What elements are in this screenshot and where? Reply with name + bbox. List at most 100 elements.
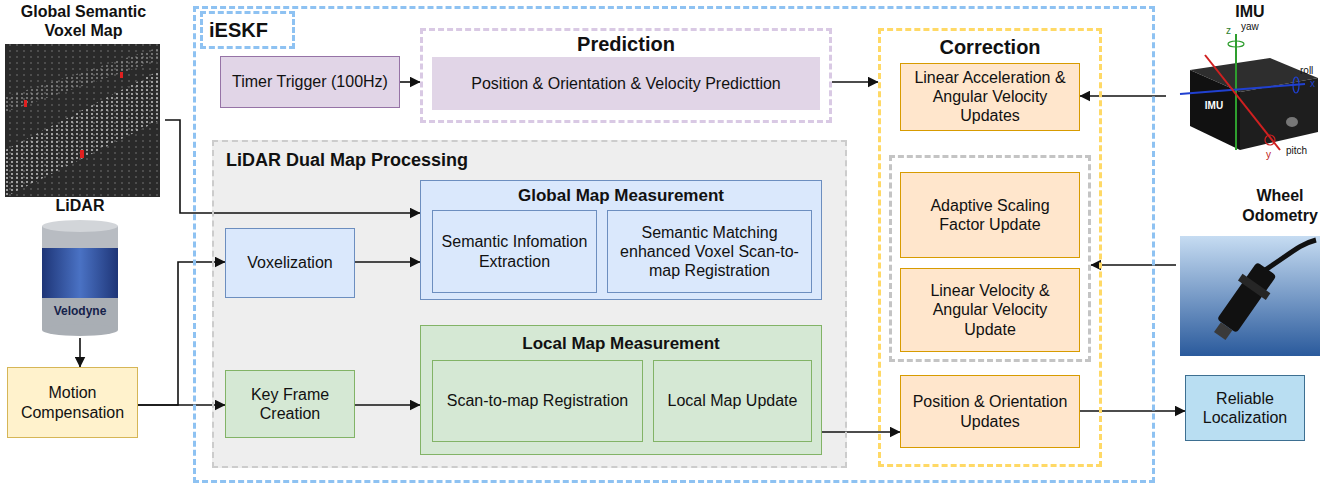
process-box: Semantic Matching enhanced Voxel Scan-to… xyxy=(607,210,812,293)
group-fill xyxy=(420,325,822,455)
box-label: Motion Compensation xyxy=(14,383,131,421)
trigger-box: Timer Trigger (100Hz) xyxy=(220,56,400,108)
process-box: Key Frame Creation xyxy=(225,370,355,438)
box-label: Position & Orientation & Velocity Predic… xyxy=(471,74,781,93)
map-ground xyxy=(5,44,160,197)
group-title: Local Map Measurement xyxy=(421,334,821,354)
wheel-sensor xyxy=(1180,236,1320,356)
box-label: Adaptive Scaling Factor Update xyxy=(907,196,1073,234)
photo-ground xyxy=(1180,236,1320,356)
figure-label: y xyxy=(1266,150,1271,160)
group-title: Correction xyxy=(881,35,1099,59)
imu-sensor xyxy=(1180,34,1318,150)
label-anchor: x xyxy=(1310,79,1315,89)
processing-group: LiDAR Dual Map ProcessingVoxelization Glo… xyxy=(212,140,847,468)
sensor-tip xyxy=(1214,322,1232,340)
group-fill xyxy=(420,180,822,300)
flow-arrow xyxy=(832,81,878,83)
process-box: Local Map Update xyxy=(653,360,812,442)
box-label: Semantic Matching enhanced Voxel Scan-to… xyxy=(614,223,805,281)
label-anchor: pitch xyxy=(1286,146,1307,156)
box-label: Scan-to-map Registration xyxy=(447,391,628,410)
map-road xyxy=(5,70,160,197)
lidar-window xyxy=(42,248,118,298)
label-anchor: Velodyne xyxy=(46,305,114,317)
group-title: Global Map Measurement xyxy=(421,186,821,206)
process-box: Scan-to-map Registration xyxy=(432,360,643,442)
label-anchor: y xyxy=(1266,150,1271,160)
box-label: Position & Orientation Updates xyxy=(907,392,1073,430)
group-title: Prediction xyxy=(423,32,829,56)
process-box: Motion Compensation xyxy=(7,367,138,438)
update-box: Position & Orientation Updates xyxy=(900,375,1080,448)
label-anchor: z xyxy=(1226,26,1231,36)
process-box: Semantic Infomation Extraction xyxy=(432,210,597,293)
map-points xyxy=(5,44,160,197)
figure-label: Velodyne xyxy=(46,305,114,317)
flow-arrow xyxy=(79,338,81,367)
rotation-arc xyxy=(1293,77,1299,93)
sensor-body xyxy=(1206,259,1281,346)
box-label: Voxelization xyxy=(247,253,332,272)
semantic-mark xyxy=(80,150,84,158)
label-anchor: roll xyxy=(1300,66,1313,76)
imu-connector xyxy=(1286,117,1298,127)
roll-axis xyxy=(1180,84,1305,94)
flow-arrow xyxy=(1080,410,1185,412)
stage-group: CorrectionLinear Acceleration & Angular … xyxy=(878,28,1102,467)
measurement-group: Global Map MeasurementSemantic Infomatio… xyxy=(420,180,822,300)
measurement-group: Local Map MeasurementScan-to-map Registr… xyxy=(420,325,822,455)
rotation-arc xyxy=(1265,135,1275,145)
figure-label: yaw xyxy=(1241,22,1259,32)
update-box: Linear Acceleration & Angular Velocity U… xyxy=(900,63,1080,131)
sensor-title: LiDAR xyxy=(28,196,132,215)
figure-label: roll xyxy=(1300,66,1313,76)
flow-arrow xyxy=(400,81,420,83)
flow-arrow xyxy=(822,431,900,433)
flow-arrow xyxy=(355,404,420,406)
flow-arrow xyxy=(355,261,420,263)
semantic-mark xyxy=(120,72,123,78)
point-cloud-map xyxy=(5,44,160,197)
figure-label: IMU xyxy=(1196,101,1232,111)
group-fill xyxy=(212,140,847,468)
box-label: Linear Velocity & Angular Velocity Updat… xyxy=(907,281,1073,339)
imu-front xyxy=(1190,70,1240,150)
figure-label: z xyxy=(1226,26,1231,36)
label-anchor: yaw xyxy=(1241,22,1259,32)
rotation-arc xyxy=(1228,41,1244,47)
lidar-sensor xyxy=(42,220,118,336)
group-title: iESKF xyxy=(200,11,295,49)
process-box: Voxelization xyxy=(225,228,355,298)
output-box: Reliable Localization xyxy=(1185,375,1305,441)
lidar-base xyxy=(42,324,118,336)
sensor-body xyxy=(1217,262,1277,333)
update-box: Linear Velocity & Angular Velocity Updat… xyxy=(900,268,1080,352)
sensor-flange xyxy=(1238,274,1270,300)
sensor-title: Global Semantic Voxel Map xyxy=(2,2,165,40)
box-label: Semantic Infomation Extraction xyxy=(439,232,590,270)
stage-group: PredictionPosition & Orientation & Veloc… xyxy=(420,28,832,123)
sensor-cable xyxy=(1262,240,1316,272)
figure-label: x xyxy=(1310,79,1315,89)
lidar-top xyxy=(42,220,118,232)
sensor-title: Wheel Odometry xyxy=(1232,186,1328,226)
box-label: Reliable Localization xyxy=(1192,389,1298,427)
process-box: Position & Orientation & Velocity Predic… xyxy=(432,57,820,110)
box-label: Local Map Update xyxy=(668,391,798,410)
label-anchor: IMU xyxy=(1196,101,1232,111)
figure-label: pitch xyxy=(1286,146,1307,156)
semantic-mark xyxy=(24,100,27,107)
box-label: Key Frame Creation xyxy=(232,385,348,423)
sensor-title: IMU xyxy=(1166,2,1334,21)
box-label: Timer Trigger (100Hz) xyxy=(232,72,388,91)
update-group: Adaptive Scaling Factor UpdateLinear Vel… xyxy=(889,155,1091,362)
map-curb xyxy=(5,47,160,112)
group-title: LiDAR Dual Map Processing xyxy=(226,150,845,172)
flow-arrow xyxy=(1091,264,1176,266)
update-box: Adaptive Scaling Factor Update xyxy=(900,172,1080,258)
box-label: Linear Acceleration & Angular Velocity U… xyxy=(907,68,1073,126)
sensor-source: Wheel Odometry xyxy=(1176,186,1332,358)
map-source: Global Semantic Voxel Map xyxy=(2,2,165,200)
filter-frame: iESKF Timer Trigger (100Hz) PredictionPosi… xyxy=(193,6,1155,483)
